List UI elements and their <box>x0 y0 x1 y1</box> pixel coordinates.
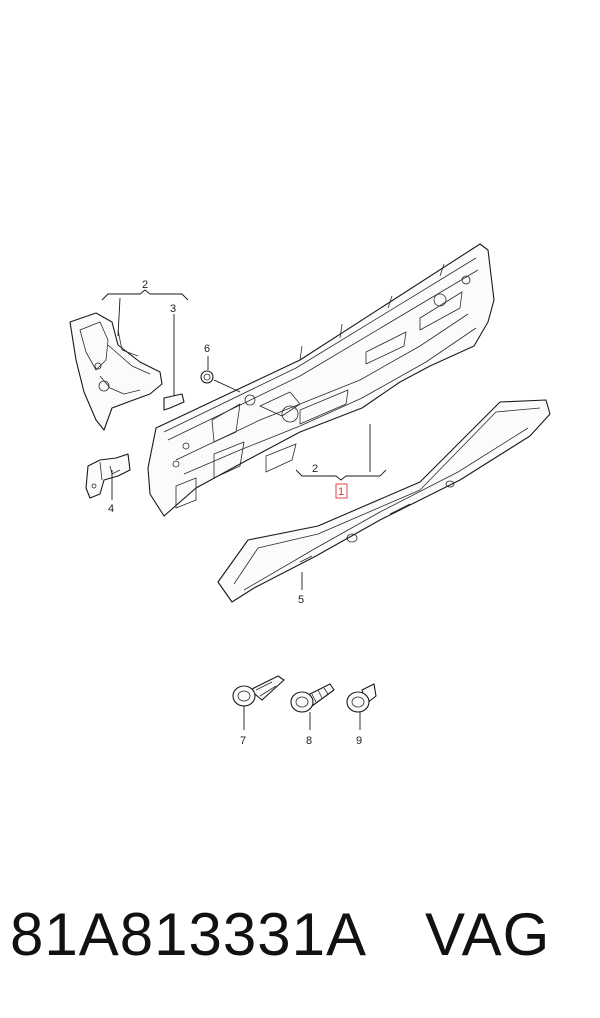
rivet-part-9 <box>346 683 377 713</box>
clip-part-7 <box>232 675 285 707</box>
bracket-part-4 <box>85 453 131 499</box>
parts-diagram: 2 3 6 4 2 1 5 7 8 9 <box>69 243 551 747</box>
part-number: 81A813331A <box>10 901 367 968</box>
screw-part-8 <box>290 683 335 713</box>
callout-1: 1 <box>338 486 344 498</box>
grommet-part-6 <box>200 370 214 384</box>
small-clip-part-3 <box>163 393 185 411</box>
rear-panel-part-1 <box>147 243 495 517</box>
brand-label: VAG <box>425 901 551 968</box>
callout-4: 4 <box>108 503 114 515</box>
callout-8: 8 <box>306 735 312 747</box>
leader-lines <box>101 289 387 730</box>
callout-1-highlight-box <box>335 483 348 499</box>
callout-5: 5 <box>298 594 304 606</box>
callout-2-lower: 2 <box>312 463 318 475</box>
callout-9: 9 <box>356 735 362 747</box>
trim-strip-part-5 <box>217 399 551 603</box>
callout-2-upper: 2 <box>142 279 148 291</box>
callout-7: 7 <box>240 735 246 747</box>
callout-6: 6 <box>204 343 210 355</box>
left-side-bracket <box>69 312 163 431</box>
callout-3: 3 <box>170 303 176 315</box>
footer-caption: 81A813331A VAG <box>10 895 590 975</box>
